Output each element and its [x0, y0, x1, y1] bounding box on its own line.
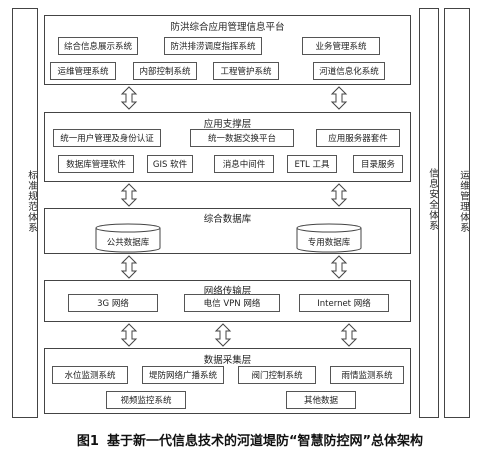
figure-number: 图1: [76, 434, 99, 449]
top-item-3: 业务管理系统: [302, 37, 380, 55]
standards-system-bar: [12, 8, 38, 418]
network-layer-title: 网络传输层: [203, 286, 252, 297]
top-item-2: 防洪排涝调度指挥系统: [164, 37, 262, 55]
double-arrow-icon: [120, 255, 138, 279]
double-arrow-icon: [340, 323, 358, 347]
security-system-bar: [419, 8, 439, 418]
figure-caption: 图1 基于新一代信息技术的河道堤防“智慧防控网”总体架构: [0, 430, 500, 449]
public-database-label: 公共数据库: [106, 238, 150, 248]
support-layer-title: 应用支撑层: [203, 119, 252, 130]
network-item-1: 3G 网络: [68, 294, 158, 312]
standards-system-label: 标准规范体系: [26, 170, 37, 233]
support-item-7: ETL 工具: [287, 155, 337, 173]
top-platform-title: 防洪综合应用管理信息平台: [170, 22, 285, 33]
support-item-2: 统一数据交换平台: [190, 129, 294, 147]
double-arrow-icon: [214, 323, 232, 347]
top-item-1: 综合信息展示系统: [58, 37, 138, 55]
double-arrow-icon: [330, 183, 348, 207]
support-item-3: 应用服务器套件: [316, 129, 400, 147]
double-arrow-icon: [120, 183, 138, 207]
double-arrow-icon: [330, 86, 348, 110]
database-layer-title: 综合数据库: [203, 214, 252, 225]
support-item-4: 数据库管理软件: [58, 155, 134, 173]
operations-system-label: 运维管理体系: [458, 170, 469, 233]
operations-system-bar: [444, 8, 470, 418]
support-item-6: 消息中间件: [214, 155, 274, 173]
collection-layer-title: 数据采集层: [203, 355, 252, 366]
collection-item-4: 雨情监测系统: [330, 366, 404, 384]
network-item-2: 电信 VPN 网络: [184, 294, 280, 312]
public-database-cylinder: 公共数据库: [95, 223, 161, 253]
security-system-label: 信息安全体系: [427, 168, 438, 231]
collection-item-5: 视频监控系统: [106, 391, 186, 409]
double-arrow-icon: [120, 86, 138, 110]
database-icon: [95, 223, 161, 253]
top-item-6: 工程管护系统: [213, 62, 279, 80]
double-arrow-icon: [330, 255, 348, 279]
support-item-1: 统一用户管理及身份认证: [53, 129, 161, 147]
network-item-3: Internet 网络: [299, 294, 389, 312]
database-icon: [296, 223, 362, 253]
top-item-7: 河道信息化系统: [313, 62, 385, 80]
private-database-cylinder: 专用数据库: [296, 223, 362, 253]
top-item-5: 内部控制系统: [133, 62, 197, 80]
collection-item-6: 其他数据: [286, 391, 356, 409]
collection-item-3: 阀门控制系统: [238, 366, 316, 384]
support-item-8: 目录服务: [353, 155, 403, 173]
support-item-5: GIS 软件: [147, 155, 193, 173]
figure-caption-text: 基于新一代信息技术的河道堤防“智慧防控网”总体架构: [106, 434, 424, 449]
collection-item-1: 水位监测系统: [52, 366, 128, 384]
private-database-label: 专用数据库: [307, 238, 351, 248]
top-item-4: 运维管理系统: [50, 62, 116, 80]
double-arrow-icon: [120, 323, 138, 347]
collection-item-2: 堤防网络广播系统: [142, 366, 224, 384]
